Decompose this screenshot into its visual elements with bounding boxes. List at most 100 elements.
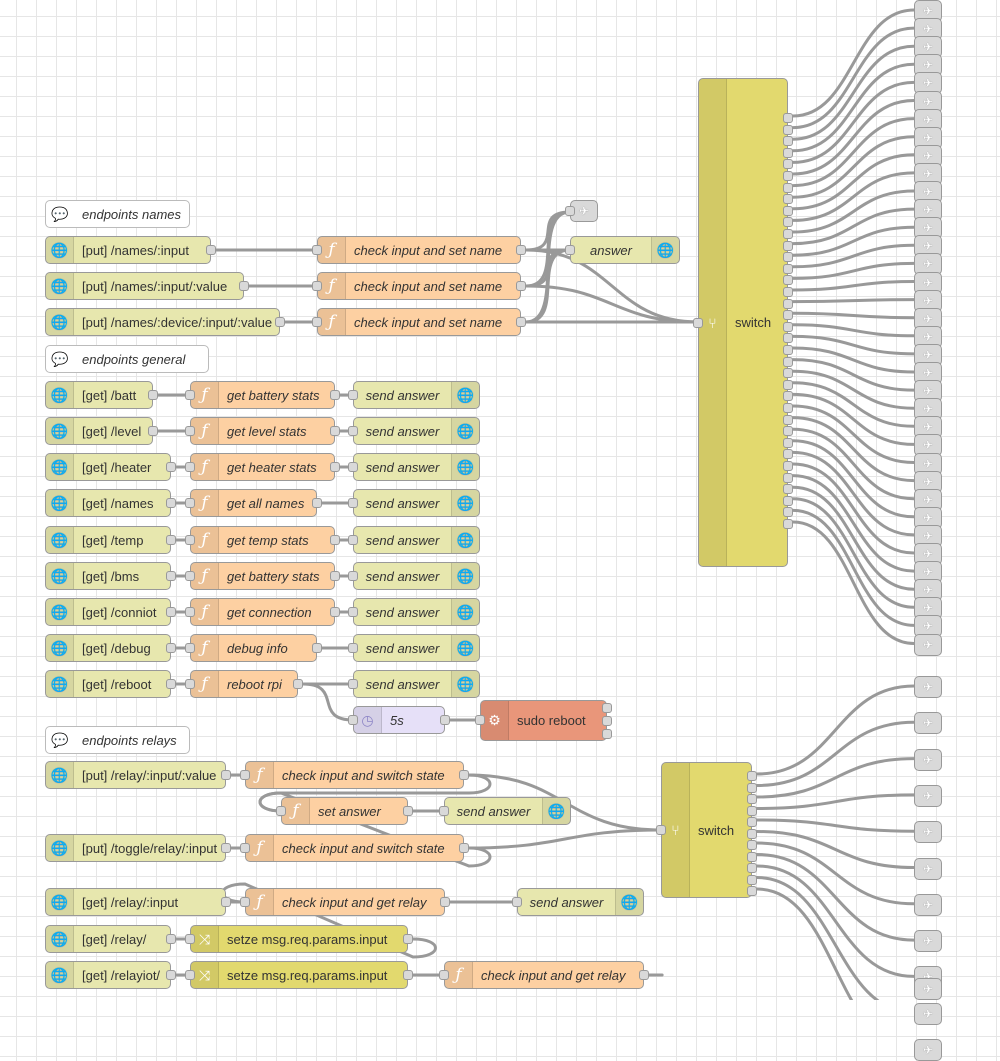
output-port[interactable] [330,426,340,436]
http-response-send-answer-1[interactable]: send answer 🌐 [348,381,480,409]
output-port[interactable] [783,321,793,332]
output-port[interactable] [783,484,793,495]
paper-plane-icon[interactable]: ✈ [914,235,942,258]
output-port[interactable] [783,461,793,471]
output-port[interactable] [206,245,216,255]
output-port[interactable] [747,817,757,827]
output-port[interactable] [783,379,793,390]
http-in-relay-input-value[interactable]: 🌐 [put] /relay/:input/:value [45,761,231,789]
input-port[interactable] [185,535,195,545]
output-port[interactable] [221,770,231,780]
http-in-conniot[interactable]: 🌐 [get] /conniot [45,598,176,626]
input-port[interactable] [348,462,358,472]
input-port[interactable] [348,390,358,400]
output-port[interactable] [312,643,322,653]
function-check-input-set-name-1[interactable]: ƒ check input and set name [312,236,526,264]
output-port[interactable] [783,368,793,379]
output-port[interactable] [783,240,793,251]
output-port[interactable] [783,275,793,286]
input-port[interactable] [185,571,195,581]
http-in-get-relay[interactable]: 🌐 [get] /relay/ [45,925,176,953]
paper-plane-icon[interactable]: ✈ [914,748,942,771]
paper-plane-icon[interactable]: ✈ [914,1039,942,1061]
output-port[interactable] [747,851,757,862]
http-in-debug[interactable]: 🌐 [get] /debug [45,634,176,662]
output-port[interactable] [166,643,176,653]
input-port[interactable] [312,245,322,255]
function-check-input-get-relay-2[interactable]: ƒ check input and get relay [439,961,649,989]
input-port[interactable] [185,607,195,617]
output-port[interactable] [148,390,158,400]
input-port[interactable] [348,607,358,617]
function-get-battery-stats[interactable]: ƒ get battery stats [185,381,340,409]
output-port[interactable] [783,159,793,170]
http-response-send-answer-7[interactable]: send answer 🌐 [348,598,480,626]
output-port[interactable] [783,263,793,274]
input-port[interactable] [656,825,666,835]
output-port[interactable] [166,970,176,980]
comment-endpoints-general[interactable]: 💬 endpoints general [45,345,209,373]
output-port[interactable] [783,426,793,437]
output-port[interactable] [330,390,340,400]
function-get-heater-stats[interactable]: ƒ get heater stats [185,453,340,481]
output-port[interactable] [166,535,176,545]
input-port[interactable] [512,897,522,907]
output-port[interactable] [330,607,340,617]
output-port[interactable] [783,147,793,158]
http-response-send-answer-6[interactable]: send answer 🌐 [348,562,480,590]
http-response-get-relay-send-answer[interactable]: send answer 🌐 [512,888,644,916]
output-port[interactable] [747,863,757,873]
change-setze-params-input-2[interactable]: ⤨ setze msg.req.params.input [185,961,413,989]
input-port[interactable] [276,806,286,816]
output-port[interactable] [239,281,249,291]
input-port[interactable] [439,970,449,980]
function-check-input-switch-state-1[interactable]: ƒ check input and switch state [240,761,469,789]
paper-plane-icon[interactable]: ✈ [914,784,942,807]
switch-node-main[interactable]: ⑂ switch [693,78,793,567]
output-port[interactable] [783,171,793,181]
input-port[interactable] [240,770,250,780]
paper-plane-icon[interactable]: ✈ [565,200,598,222]
output-port[interactable] [783,391,793,402]
paper-plane-icon[interactable]: ✈ [914,434,942,457]
output-port[interactable] [516,317,526,327]
output-port[interactable] [783,437,793,448]
output-port[interactable] [747,886,757,896]
http-response-send-answer-9[interactable]: send answer 🌐 [348,670,480,698]
output-port[interactable] [783,414,793,425]
paper-plane-icon[interactable]: ✈ [914,633,942,656]
output-port[interactable] [747,771,757,781]
output-port[interactable] [783,403,793,413]
http-response-send-answer-5[interactable]: send answer 🌐 [348,526,480,554]
output-port[interactable] [783,449,793,460]
http-in-level[interactable]: 🌐 [get] /level [45,417,158,445]
output-port[interactable] [403,970,413,980]
output-port[interactable] [783,310,793,321]
output-port[interactable] [783,113,793,123]
http-in-names[interactable]: 🌐 [get] /names [45,489,176,517]
output-port[interactable] [602,729,612,739]
paper-plane-icon[interactable]: ✈ [914,893,942,916]
input-port[interactable] [185,970,195,980]
output-port[interactable] [166,934,176,944]
http-in-temp[interactable]: 🌐 [get] /temp [45,526,176,554]
input-port[interactable] [185,679,195,689]
output-port[interactable] [166,498,176,508]
input-port[interactable] [185,498,195,508]
output-port[interactable] [221,897,231,907]
input-port[interactable] [565,206,575,216]
http-in-bms[interactable]: 🌐 [get] /bms [45,562,176,590]
input-port[interactable] [185,390,195,400]
paper-plane-icon[interactable]: ✈ [914,978,942,1000]
output-port[interactable] [783,182,793,193]
input-port[interactable] [348,498,358,508]
paper-plane-icon[interactable]: ✈ [914,253,942,276]
http-response-send-answer-8[interactable]: send answer 🌐 [348,634,480,662]
output-port[interactable] [783,124,793,135]
input-port[interactable] [185,643,195,653]
function-get-connection[interactable]: ƒ get connection [185,598,340,626]
output-port[interactable] [166,679,176,689]
http-in-batt[interactable]: 🌐 [get] /batt [45,381,158,409]
output-port[interactable] [516,281,526,291]
paper-plane-icon[interactable]: ✈ [914,821,942,844]
